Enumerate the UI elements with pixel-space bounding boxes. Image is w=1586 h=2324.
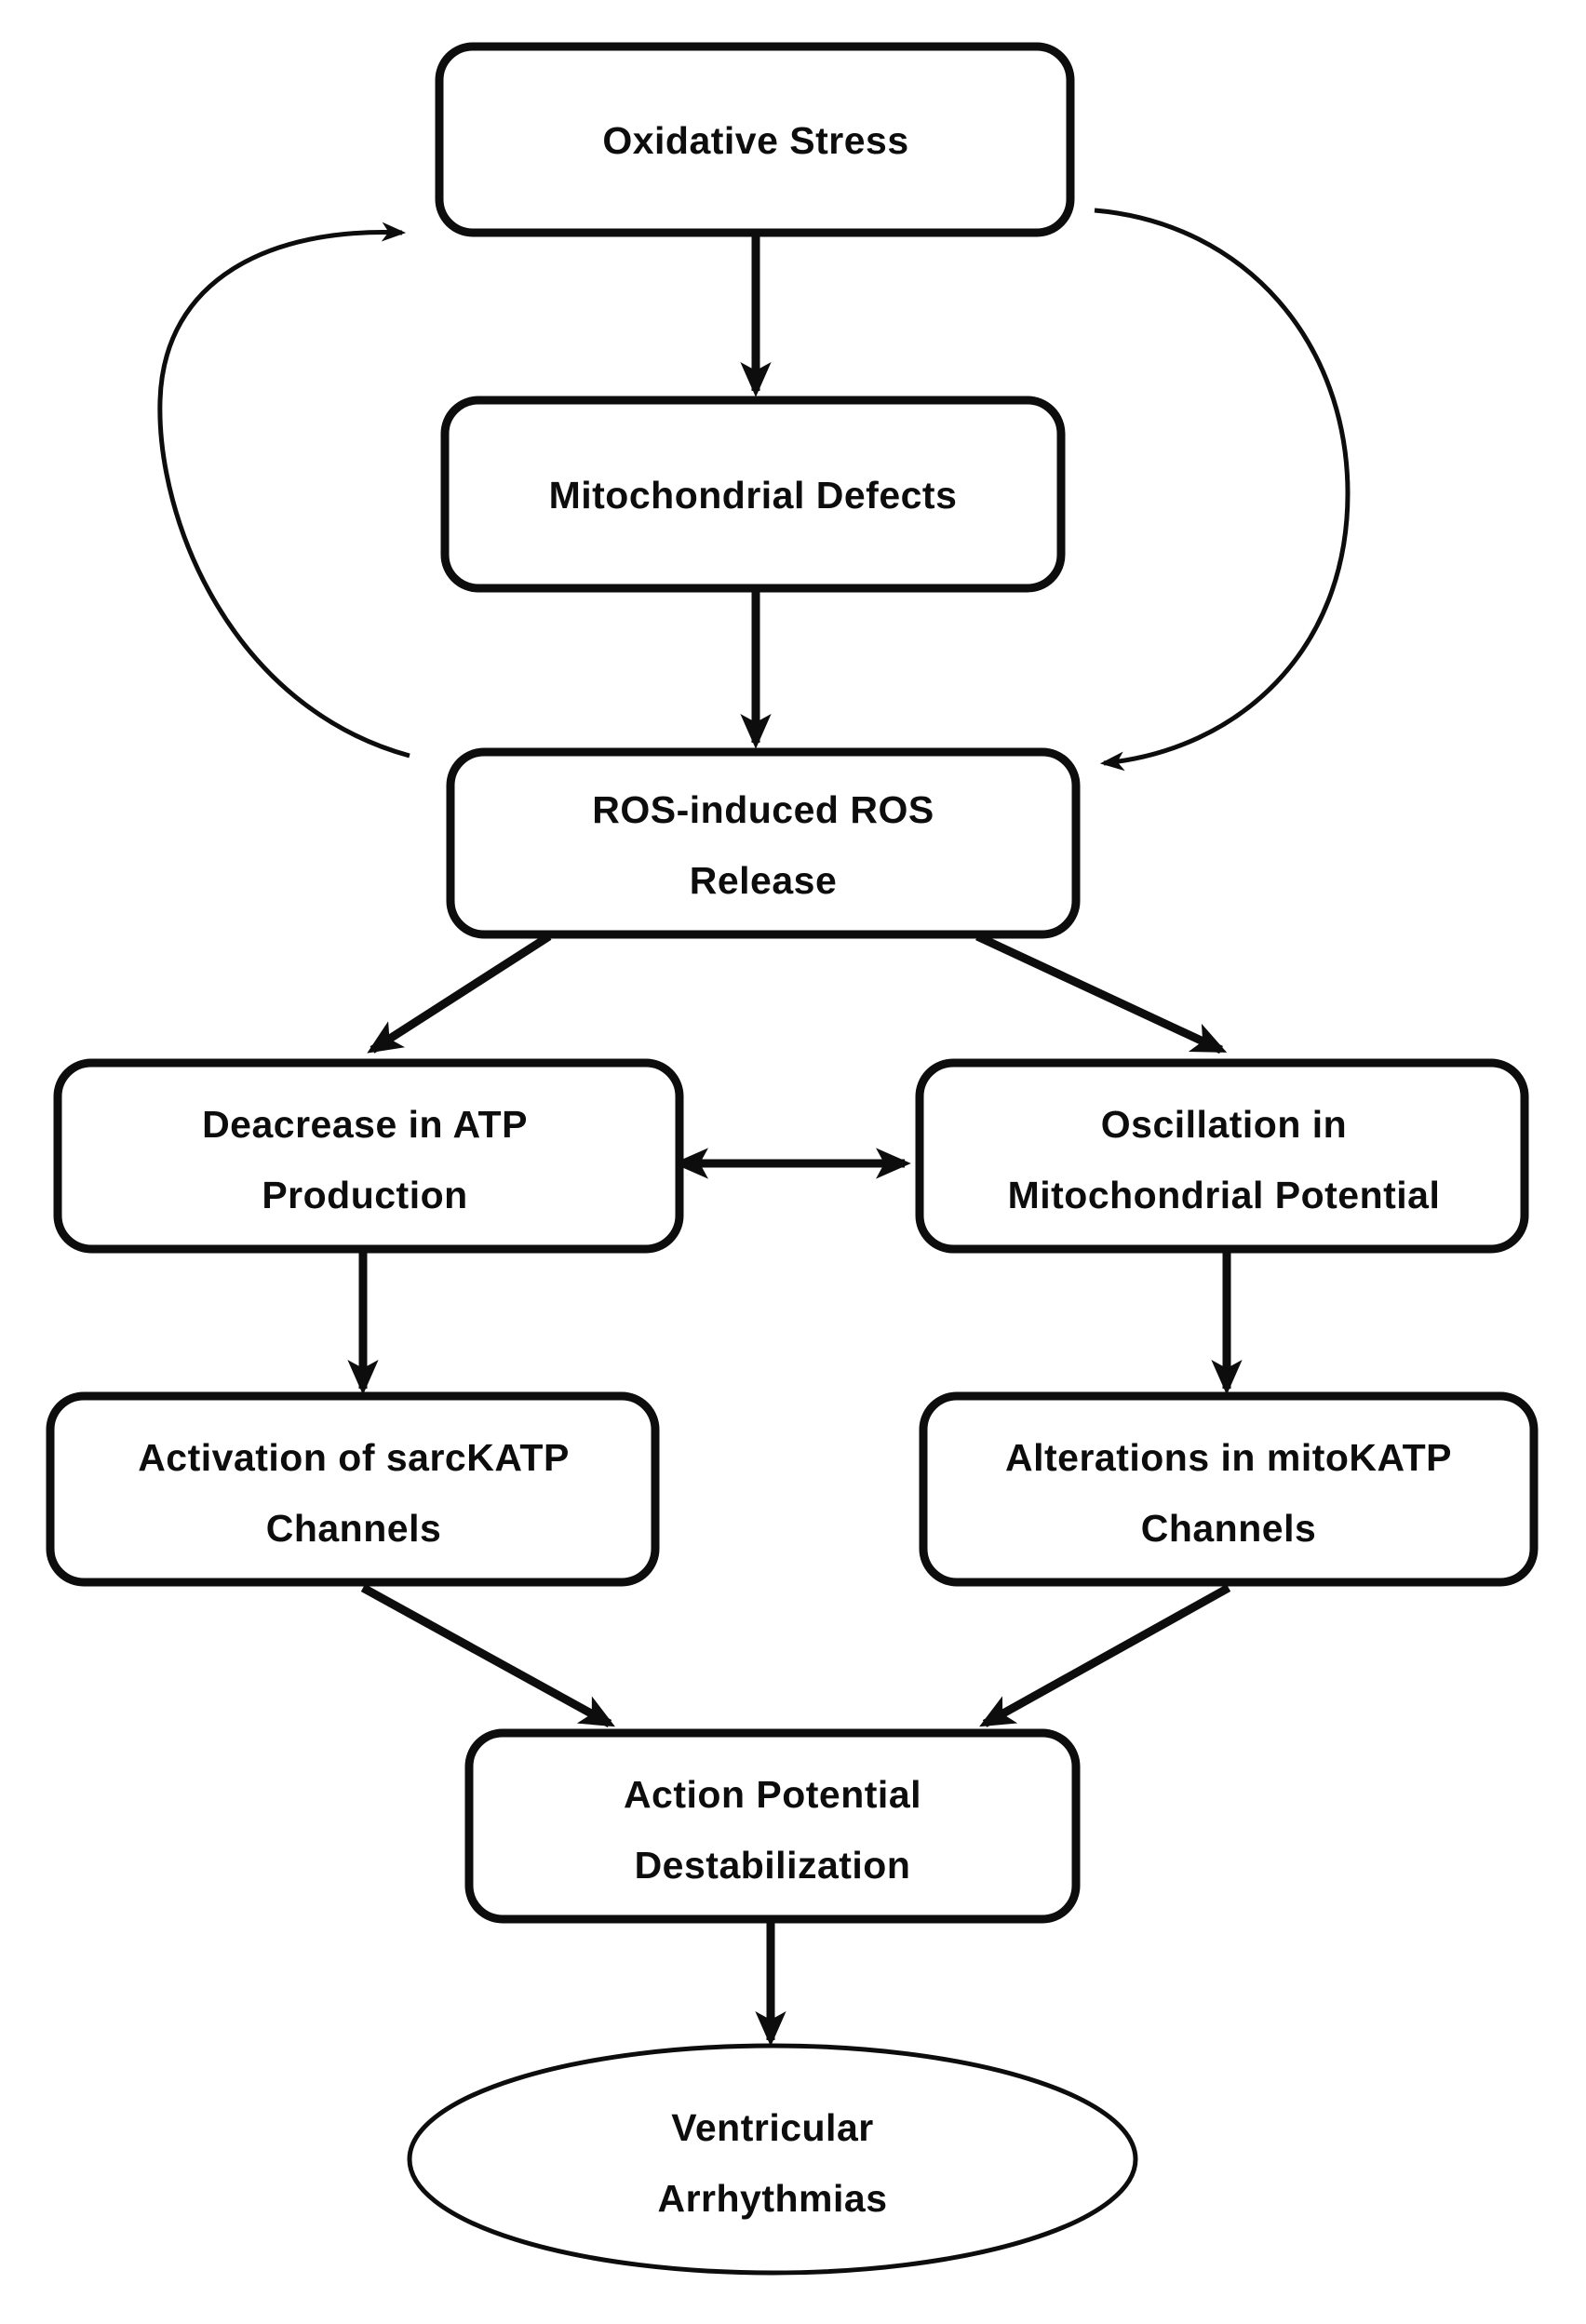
node-ventricular-arrhythmias[interactable]: Ventricular Arrhythmias [407,2043,1138,2276]
node-alterations-mitokatp-channels[interactable]: Alterations in mitoKATP Channels [919,1391,1539,1587]
node-decrease-atp-production[interactable]: Deacrease in ATP Production [53,1058,684,1254]
node-oscillation-mitochondrial-potential-label-line2: Mitochondrial Potential [1008,1174,1441,1216]
edge-oxidative-stress-to-ros-release-curve [1094,208,1351,772]
node-decrease-atp-production-shape [53,1058,684,1254]
node-action-potential-destabilization-shape [464,1728,1081,1924]
node-action-potential-destabilization[interactable]: Action Potential Destabilization [464,1728,1081,1924]
node-oscillation-mitochondrial-potential-shape [915,1058,1529,1254]
node-action-potential-destabilization-label-line1: Action Potential [624,1773,921,1816]
node-ros-induced-ros-release[interactable]: ROS-induced ROS Release [446,747,1081,939]
node-ros-induced-ros-release-shape [446,747,1081,939]
node-ventricular-arrhythmias-label-line2: Arrhythmias [657,2177,887,2220]
edge-ros-release-to-oxidative-stress-feedback [157,222,410,759]
node-activation-sarckatp-channels-label-line2: Channels [266,1507,442,1550]
node-decrease-atp-production-label-line2: Production [262,1174,467,1216]
edge-ros-release-to-decrease-atp [367,933,552,1054]
node-mitochondrial-defects-label: Mitochondrial Defects [549,474,958,517]
node-ros-induced-ros-release-label-line2: Release [690,859,838,902]
node-oscillation-mitochondrial-potential-label-line1: Oscillation in [1101,1103,1347,1146]
node-decrease-atp-production-label-line1: Deacrease in ATP [202,1103,528,1146]
edge-alterations-mitokatp-to-action-potential [979,1584,1231,1727]
node-mitochondrial-defects[interactable]: Mitochondrial Defects [440,396,1066,593]
node-oxidative-stress[interactable]: Oxidative Stress [435,42,1075,237]
node-mitochondrial-defects-shape [440,396,1066,593]
node-oxidative-stress-shape [435,42,1075,237]
node-activation-sarckatp-channels-shape [46,1391,660,1587]
node-oxidative-stress-label: Oxidative Stress [602,119,908,162]
node-activation-sarckatp-channels-label-line1: Activation of sarcKATP [138,1436,570,1479]
node-alterations-mitokatp-channels-shape [919,1391,1539,1587]
node-ventricular-arrhythmias-shape [407,2043,1138,2276]
edge-ros-release-to-oscillation [975,932,1228,1055]
edge-activation-sarckatp-to-action-potential [360,1584,615,1727]
node-alterations-mitokatp-channels-label-line1: Alterations in mitoKATP [1005,1436,1452,1479]
node-activation-sarckatp-channels[interactable]: Activation of sarcKATP Channels [46,1391,660,1587]
node-alterations-mitokatp-channels-label-line2: Channels [1141,1507,1317,1550]
node-oscillation-mitochondrial-potential[interactable]: Oscillation in Mitochondrial Potential [915,1058,1529,1254]
node-ros-induced-ros-release-label-line1: ROS-induced ROS [592,788,934,831]
node-ventricular-arrhythmias-label-line1: Ventricular [671,2106,873,2149]
node-action-potential-destabilization-label-line2: Destabilization [635,1844,911,1887]
